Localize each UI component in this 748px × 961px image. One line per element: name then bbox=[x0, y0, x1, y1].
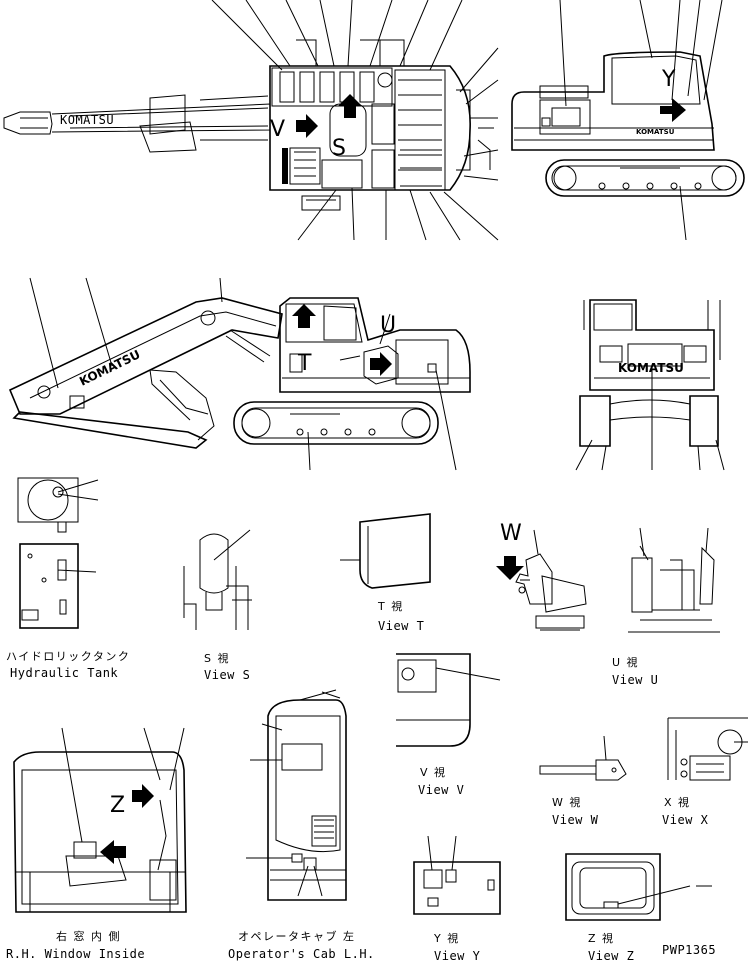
view-z-caption-en: View Z bbox=[588, 949, 634, 961]
view-w: W 視 View W bbox=[539, 735, 627, 827]
view-t: T 視 View T bbox=[340, 513, 431, 633]
view-letter-s: S bbox=[332, 136, 346, 161]
view-u-caption-jp: U 視 bbox=[612, 655, 639, 669]
view-letter-u-marker: U bbox=[380, 313, 396, 338]
view-x: X 視 View X bbox=[662, 717, 748, 827]
hydraulic-tank-caption-jp: ハイドロリックタンク bbox=[6, 650, 130, 663]
operator-cab-caption-jp: オペレータキャブ 左 bbox=[238, 929, 356, 943]
view-w-caption-en: View W bbox=[552, 813, 599, 827]
view-letter-v: V bbox=[270, 117, 285, 142]
right-side-view-machine: Y KOMATSU bbox=[511, 0, 745, 241]
rear-view-machine: KOMATSU bbox=[575, 299, 725, 471]
cab-side-brand: KOMATSU bbox=[636, 128, 675, 136]
view-s: S 視 View S bbox=[183, 529, 252, 682]
view-z-caption-jp: Z 視 bbox=[588, 931, 615, 945]
rear-brand: KOMATSU bbox=[618, 361, 684, 375]
view-u-caption-en: View U bbox=[612, 673, 658, 687]
rh-window-caption-en: R.H. Window Inside bbox=[6, 947, 145, 961]
view-letter-z: Z bbox=[110, 793, 125, 818]
hydraulic-tank-views: ハイドロリックタンク Hydraulic Tank bbox=[6, 477, 130, 680]
view-x-caption-en: View X bbox=[662, 813, 709, 827]
view-w-caption-jp: W 視 bbox=[552, 795, 582, 809]
left-side-view-machine: KOMATSU T U bbox=[8, 277, 471, 471]
operator-cab-caption-en: Operator's Cab L.H. bbox=[228, 947, 375, 961]
view-t-caption-en: View T bbox=[378, 619, 424, 633]
view-y-caption-en: View Y bbox=[434, 949, 481, 961]
view-s-caption-jp: S 視 bbox=[204, 651, 230, 665]
operator-cab-lh: オペレータキャブ 左 Operator's Cab L.H. bbox=[228, 689, 375, 961]
view-s-caption-en: View S bbox=[204, 668, 250, 682]
view-u: W U 視 View U bbox=[496, 521, 720, 687]
rh-window-caption-jp: 右 窓 内 側 bbox=[56, 929, 121, 943]
view-v-caption-en: View V bbox=[418, 783, 464, 797]
view-v-caption-jp: V 視 bbox=[420, 765, 447, 779]
view-letter-w: W bbox=[500, 521, 522, 546]
view-letter-y: Y bbox=[661, 67, 676, 92]
view-x-caption-jp: X 視 bbox=[664, 795, 691, 809]
drawing-code: PWP1365 bbox=[662, 943, 716, 957]
view-y: Y 視 View Y bbox=[413, 835, 501, 961]
view-v: V 視 View V bbox=[396, 653, 501, 797]
top-plan-view: KOMATSU V S bbox=[3, 0, 499, 241]
view-z: Z 視 View Z bbox=[565, 853, 712, 961]
rh-window-inside: Z 右 窓 内 側 R.H. Window Inside bbox=[6, 727, 187, 961]
view-letter-t: T bbox=[297, 351, 312, 376]
view-y-caption-jp: Y 視 bbox=[433, 931, 460, 945]
boom-label-small: KOMATSU bbox=[60, 113, 114, 127]
view-t-caption-jp: T 視 bbox=[377, 599, 404, 613]
hydraulic-tank-caption-en: Hydraulic Tank bbox=[10, 666, 118, 680]
